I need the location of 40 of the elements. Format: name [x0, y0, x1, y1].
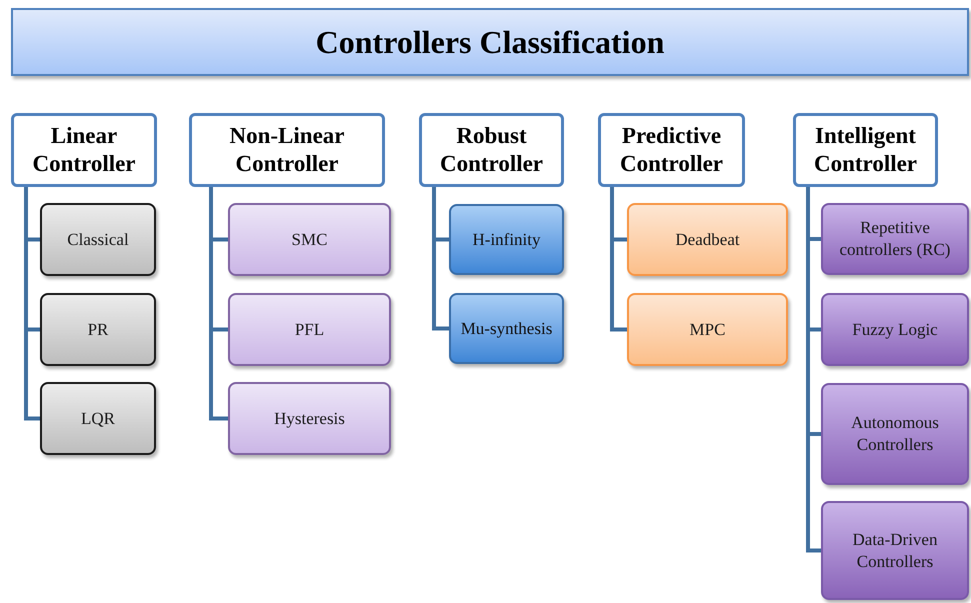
item-box [228, 382, 391, 455]
node-label: Repetitive controllers (RC) [838, 217, 952, 261]
item-box [627, 203, 788, 276]
diagram-title: Controllers Classification [316, 23, 664, 62]
category-box [419, 113, 564, 187]
node-label: Mu-synthesis [460, 318, 552, 340]
category-box [189, 113, 385, 187]
node-label: LQR [81, 408, 115, 430]
node-label: PR [88, 318, 108, 340]
item-box [627, 293, 788, 366]
node-label: SMC [292, 228, 328, 250]
node-label: Classical [67, 228, 129, 250]
node-label: Non-Linear Controller [228, 122, 346, 178]
category-box [793, 113, 938, 187]
item-box [821, 383, 969, 485]
item-box [40, 203, 156, 276]
node-label: Deadbeat [675, 228, 740, 250]
node-label: Robust Controller [438, 122, 544, 178]
item-box [821, 203, 969, 275]
node-label: Fuzzy Logic [852, 318, 938, 340]
item-box [40, 382, 156, 455]
node-label: Data-Driven Controllers [852, 528, 938, 572]
node-label: H-infinity [472, 228, 540, 250]
item-box [40, 293, 156, 366]
category-box [11, 113, 157, 187]
node-label: PFL [294, 318, 324, 340]
node-label: Predictive Controller [618, 122, 724, 178]
node-label: Linear Controller [31, 122, 137, 178]
node-label: Hysteresis [274, 408, 345, 430]
item-box [821, 293, 969, 366]
item-box [228, 203, 391, 276]
connector-line [806, 187, 821, 552]
node-label: MPC [690, 318, 726, 340]
item-box [449, 293, 564, 364]
item-box [228, 293, 391, 366]
item-box [449, 204, 564, 275]
item-box [821, 501, 969, 600]
node-label: Autonomous Controllers [850, 412, 940, 456]
node-label: Intelligent Controller [812, 122, 918, 178]
category-box [598, 113, 745, 187]
